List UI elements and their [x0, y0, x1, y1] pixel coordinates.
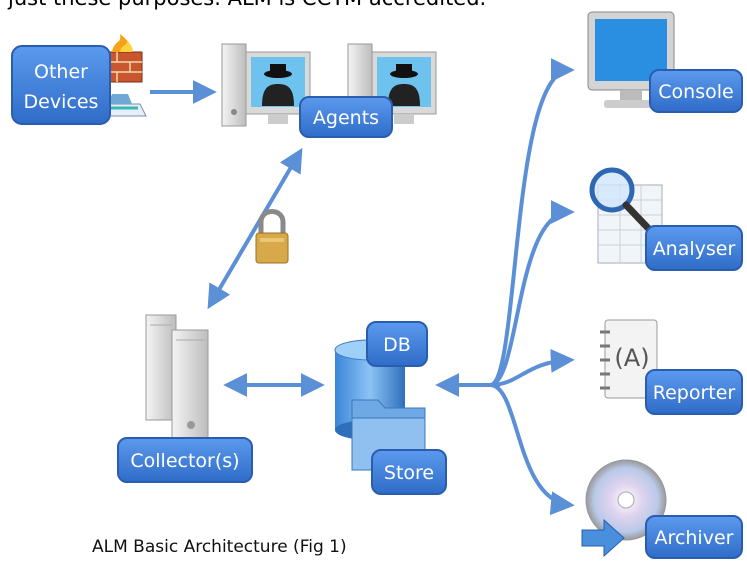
magnifier-spreadsheet-icon [589, 167, 663, 264]
console-label: Console [658, 81, 733, 103]
figure-caption: ALM Basic Architecture (Fig 1) [92, 537, 347, 557]
arrow-right-icon [581, 518, 625, 558]
intro-text: just these purposes. ALM is CCTM accredi… [8, 0, 486, 10]
analyser-node: Analyser [589, 167, 743, 271]
reporter-label: Reporter [653, 382, 736, 404]
padlock-icon [255, 209, 289, 264]
collectors-node: Collector(s) [117, 314, 253, 483]
db-label: DB [383, 334, 411, 356]
svg-text:(A): (A) [614, 344, 649, 372]
agents-node: Agents [221, 43, 437, 138]
archiver-node: Archiver [581, 459, 743, 559]
store-label: Store [384, 462, 434, 484]
other-devices-node: Other Devices [11, 34, 147, 125]
agents-label: Agents [313, 107, 379, 129]
notebook-icon: (A) [600, 319, 658, 399]
other-devices-label-line2: Devices [24, 91, 99, 113]
other-devices-label-line1: Other [34, 61, 88, 83]
archiver-label: Archiver [655, 527, 734, 549]
server-tower-icon [145, 314, 209, 441]
arrow-agents-collector [207, 147, 303, 310]
connector-arrows [150, 58, 575, 516]
console-node: Console [587, 11, 743, 113]
analyser-label: Analyser [653, 238, 736, 260]
db-store-node: DB Store [334, 321, 447, 495]
arrow-hub-reporter [489, 348, 575, 387]
reporter-node: (A) Reporter [600, 319, 743, 415]
disc-icon [585, 459, 667, 541]
arrow-hub-archiver [489, 383, 575, 516]
agent-workstation-icon [221, 43, 311, 127]
arrow-hub-console [489, 58, 575, 387]
arrow-hub-analyser [489, 200, 575, 387]
collectors-label: Collector(s) [130, 450, 239, 472]
